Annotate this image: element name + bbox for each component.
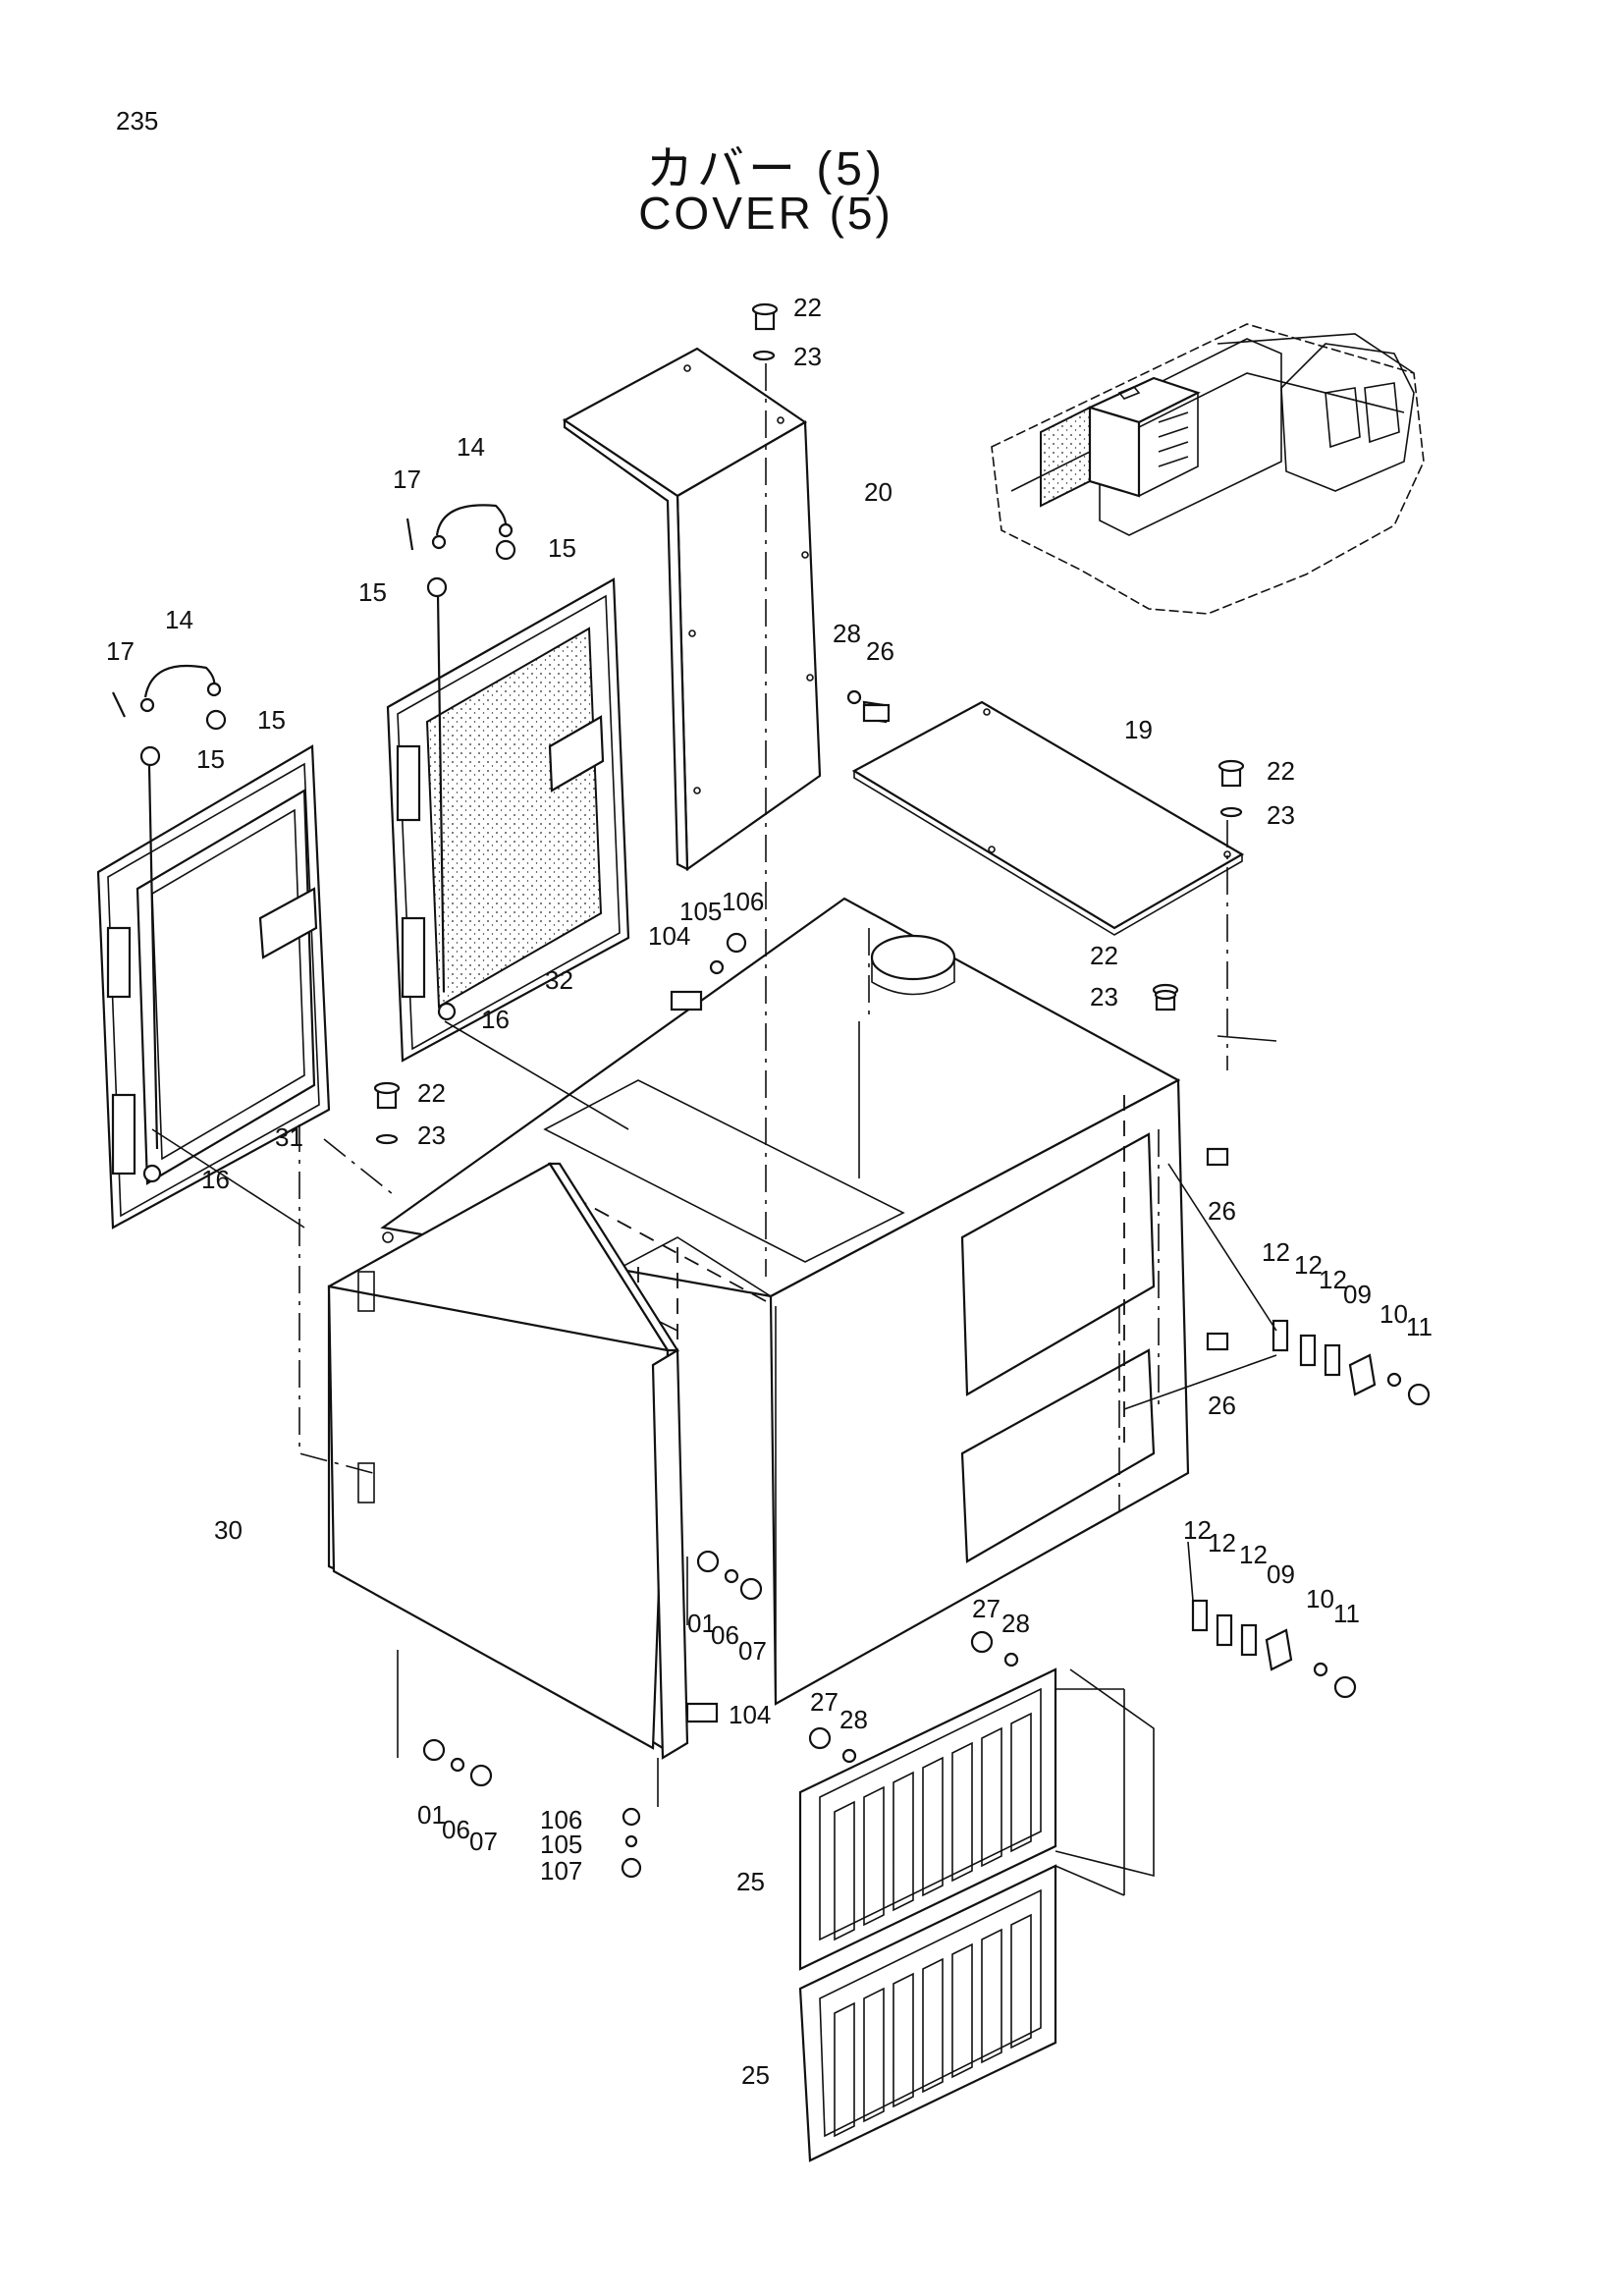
callout-23: 23 [417,1121,446,1150]
callout-12: 12 [1294,1250,1323,1280]
title-english: COVER (5) [638,188,893,239]
callout-12: 12 [1239,1540,1268,1569]
leader-lines [151,363,1277,1896]
page-number: 235 [116,106,159,136]
part-32-right-door [386,577,630,1063]
callout-23: 23 [1090,982,1118,1011]
callout-07: 07 [469,1827,498,1856]
callout-20: 20 [864,477,893,507]
small-hardware [112,302,1431,1879]
callout-09: 09 [1343,1280,1372,1309]
callout-26: 26 [866,636,894,666]
callout-12: 12 [1183,1515,1212,1545]
callout-26: 26 [1208,1391,1236,1420]
callout-14: 14 [457,432,485,462]
callout-106: 106 [722,887,765,916]
callout-01: 01 [417,1800,446,1830]
callout-15: 15 [257,705,286,735]
part-31-left-door [96,744,331,1230]
callout-15: 15 [548,533,576,563]
callout-12: 12 [1208,1528,1236,1558]
callout-22: 22 [793,293,822,322]
callout-22: 22 [1267,756,1295,786]
callout-30: 30 [214,1515,243,1545]
part-30-side-panel [327,1162,689,1760]
callout-25: 25 [741,2060,770,2090]
callout-16: 16 [481,1005,510,1034]
callout-22: 22 [1090,941,1118,970]
callout-31: 31 [275,1122,303,1152]
callout-23: 23 [793,342,822,371]
callout-14: 14 [165,605,193,634]
callout-17: 17 [106,636,135,666]
callout-26: 26 [1208,1196,1236,1226]
callout-07: 07 [738,1636,767,1666]
callout-12: 12 [1319,1265,1347,1294]
callout-28: 28 [839,1705,868,1734]
title-japanese: カバー (5) [645,143,886,195]
callout-28: 28 [833,619,861,648]
callout-104: 104 [729,1700,772,1729]
part-25-upper-grille [798,1667,1057,1971]
callout-10: 10 [1380,1299,1408,1329]
part-20-vertical-cover [562,347,822,872]
callout-16: 16 [201,1165,230,1194]
callout-104: 104 [648,921,691,951]
callout-19: 19 [1124,715,1153,744]
callout-107: 107 [540,1856,583,1886]
callout-105: 105 [540,1830,583,1859]
part-14-handle-left [139,664,222,713]
callout-06: 06 [711,1620,739,1650]
callout-32: 32 [545,965,573,995]
callout-17: 17 [393,465,421,494]
callout-06: 06 [442,1815,470,1844]
callout-01: 01 [687,1609,716,1638]
callout-105: 105 [679,897,723,926]
part-25-lower-grille [798,1864,1057,2162]
callout-106: 106 [540,1805,583,1834]
callout-10: 10 [1306,1584,1334,1613]
callout-27: 27 [972,1594,1001,1623]
callout-27: 27 [810,1687,839,1717]
part-14-handle-right [431,504,514,550]
callout-28: 28 [1001,1609,1030,1638]
part-19-top-plate [851,700,1245,936]
callout-09: 09 [1267,1559,1295,1589]
callout-15: 15 [196,744,225,774]
callout-12: 12 [1262,1237,1290,1267]
callout-22: 22 [417,1078,446,1108]
callout-23: 23 [1267,800,1295,830]
machine-overview-sketch [991,323,1425,615]
callout-25: 25 [736,1867,765,1896]
callout-11: 11 [1406,1312,1433,1341]
callout-15: 15 [358,577,387,607]
callout-11: 11 [1333,1599,1360,1628]
